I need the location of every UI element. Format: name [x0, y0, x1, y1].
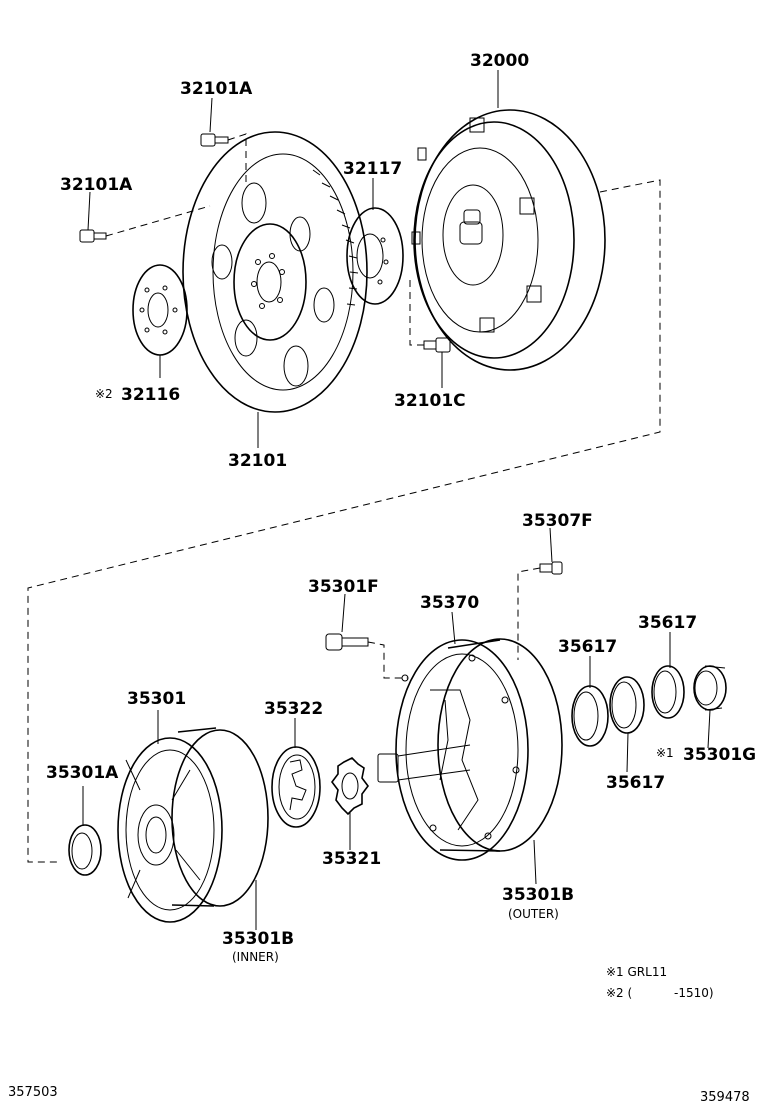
label-35322: 35322	[264, 699, 323, 719]
bolt-32101A-top	[200, 133, 229, 147]
label-35370: 35370	[420, 593, 479, 613]
label-35301: 35301	[127, 689, 186, 709]
corner-id-left: 357503	[8, 1085, 58, 1100]
bolt-32101A-left	[79, 229, 107, 243]
stator-cover-35301	[117, 727, 269, 923]
label-35617-c: 35617	[606, 773, 665, 793]
label-32117: 32117	[343, 159, 402, 179]
label-35307F: 35307F	[522, 511, 593, 531]
drive-gear-35321	[331, 757, 369, 816]
label-32116: 32116	[121, 385, 180, 405]
alignment-dashed-line	[27, 179, 661, 863]
label-outer-note: (OUTER)	[508, 907, 559, 921]
seal-ring-35617-c	[651, 665, 685, 719]
label-32101: 32101	[228, 451, 287, 471]
bolt-32101C-dashed	[409, 280, 424, 346]
bolt-32101A-left-dashed	[105, 205, 211, 237]
label-35301G: 35301G	[683, 745, 756, 765]
seal-ring-35617-b	[609, 676, 645, 734]
label-inner-note: (INNER)	[232, 950, 279, 964]
torque-converter	[411, 109, 606, 371]
bolt-35301F	[325, 633, 369, 651]
label-35301F: 35301F	[308, 577, 379, 597]
oil-seal-35301A	[68, 824, 102, 876]
plate-32117	[346, 207, 404, 305]
footnote-1: ※1 GRL11	[606, 965, 667, 979]
bolt-35301F-dashed	[367, 641, 408, 679]
label-32116-mark: ※2	[95, 387, 113, 401]
footnote-2-open: ※2 (	[606, 986, 632, 1000]
bolt-32101A-top-dashed	[227, 133, 247, 186]
label-32101C: 32101C	[394, 391, 466, 411]
bolt-35307F	[539, 561, 563, 575]
leader-lines	[82, 70, 711, 930]
label-32101A-left: 32101A	[60, 175, 133, 195]
oil-seal-35301G	[693, 665, 727, 711]
driven-gear-35322	[271, 746, 321, 828]
label-35301B-inner: 35301B	[222, 929, 294, 949]
label-32101A-top: 32101A	[180, 79, 253, 99]
bolt-32101C	[423, 337, 451, 353]
seal-ring-35617-a	[571, 685, 609, 747]
drive-plate	[182, 131, 368, 413]
label-35301A: 35301A	[46, 763, 119, 783]
label-35301B-outer: 35301B	[502, 885, 574, 905]
label-35617-a: 35617	[558, 637, 617, 657]
oil-pump-body	[377, 638, 563, 861]
label-32000: 32000	[470, 51, 529, 71]
corner-id-right: 359478	[700, 1090, 750, 1105]
label-35301G-mark: ※1	[656, 746, 674, 760]
label-35617-b: 35617	[638, 613, 697, 633]
footnote-2-close: -1510)	[674, 986, 714, 1000]
label-35321: 35321	[322, 849, 381, 869]
plate-32116	[132, 264, 188, 356]
